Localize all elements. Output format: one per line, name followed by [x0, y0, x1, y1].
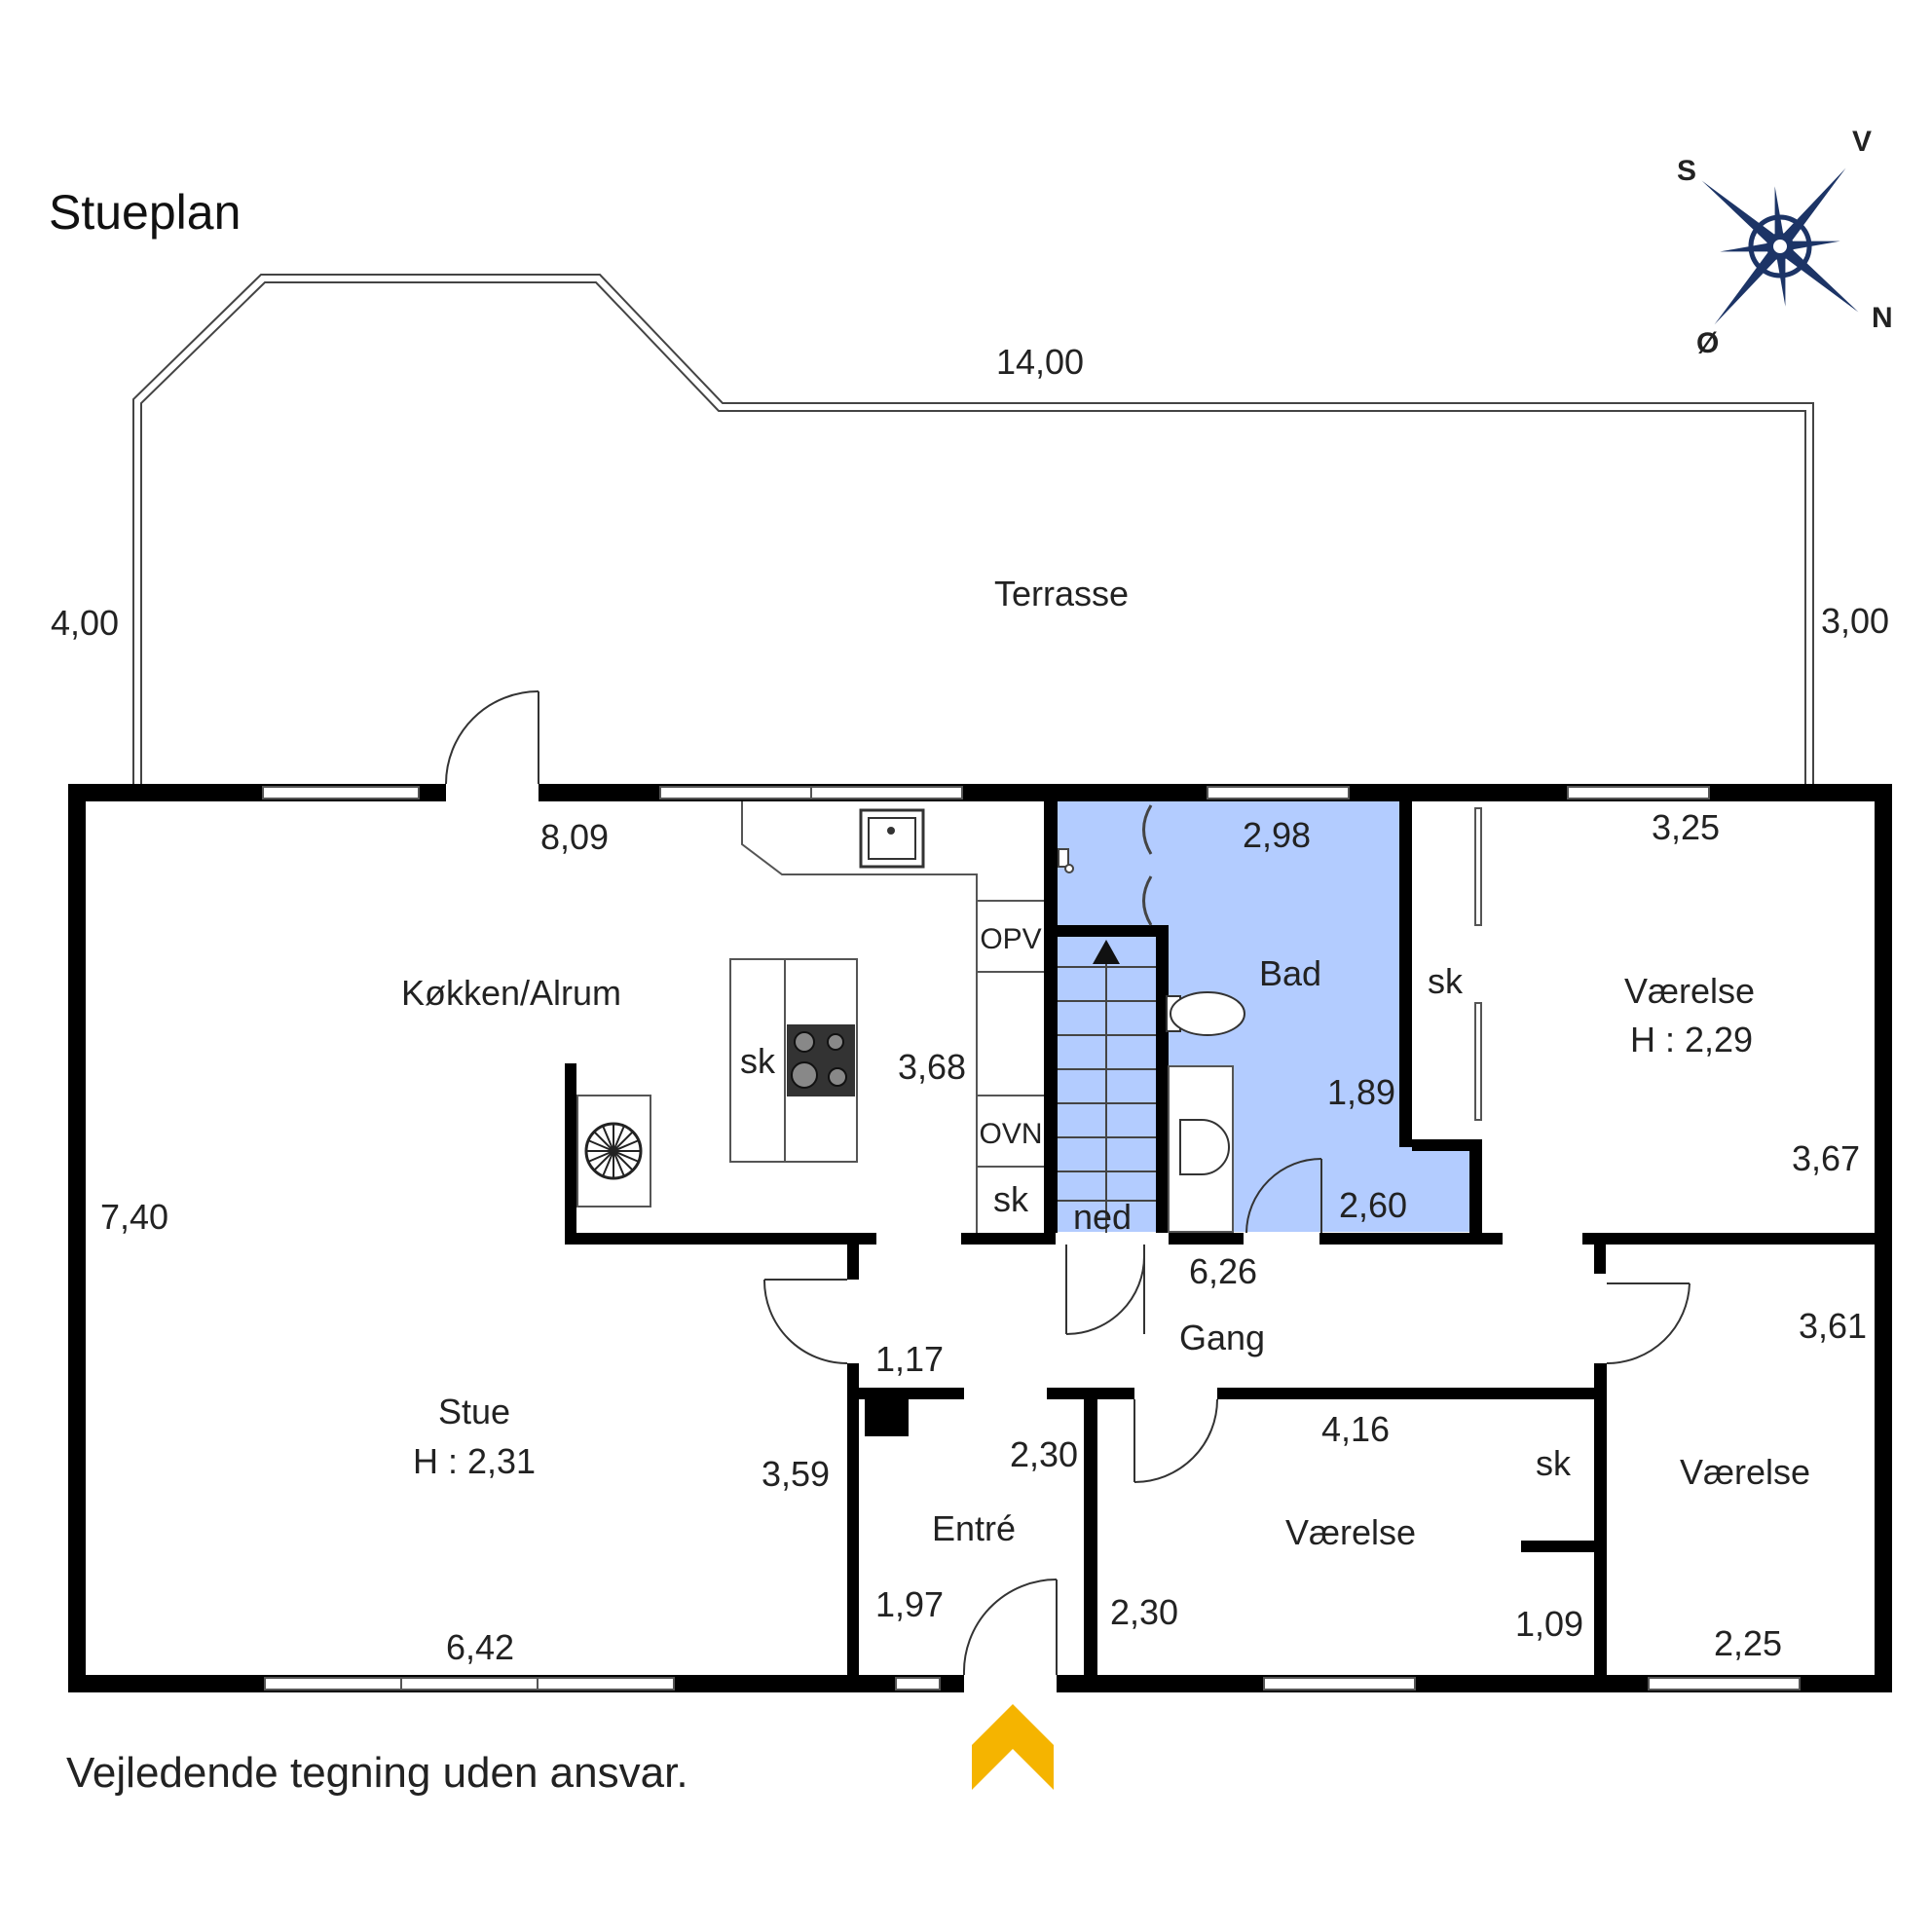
- dim-entre-bottom: 1,97: [875, 1584, 944, 1624]
- dim-room3-right: 3,61: [1799, 1306, 1867, 1346]
- dim-hall-width: 1,17: [875, 1339, 944, 1379]
- entrance-arrow-icon: [972, 1704, 1054, 1790]
- compass-icon: [1701, 167, 1859, 325]
- dim-room2-left: 2,30: [1110, 1592, 1178, 1632]
- dim-bad-bottom: 2,60: [1339, 1185, 1407, 1225]
- room-stue-name: Stue: [438, 1392, 510, 1431]
- dim-living-bottom: 6,42: [446, 1627, 514, 1667]
- compass-label-s: S: [1677, 155, 1696, 187]
- stair-up-arrow-icon: [1093, 940, 1120, 964]
- entrance-gap: [964, 1672, 1057, 1695]
- washbasin-icon: [1168, 1065, 1234, 1233]
- dim-room1-right: 3,67: [1792, 1138, 1860, 1178]
- fixture-sk-vaerelse: sk: [1536, 1443, 1572, 1483]
- fireplace-icon: [576, 1095, 651, 1208]
- dim-living-right: 3,59: [762, 1454, 830, 1494]
- room-gang: Gang: [1179, 1318, 1265, 1357]
- bottom-windows: [264, 1677, 1801, 1690]
- toilet-icon: [1166, 991, 1245, 1036]
- dim-kitchen-top: 8,09: [540, 817, 609, 857]
- dim-bad-right: 1,89: [1327, 1072, 1395, 1112]
- top-windows: [262, 786, 1710, 799]
- disclaimer: Vejledende tegning uden ansvar.: [66, 1749, 688, 1797]
- fixture-ovn: OVN: [979, 1118, 1042, 1150]
- doors: [445, 690, 1690, 1676]
- dim-bad-top: 2,98: [1243, 815, 1311, 855]
- dim-terrace-left: 4,00: [51, 603, 119, 643]
- closet-sliding-doors: [1474, 807, 1482, 1121]
- fixture-ned: ned: [1073, 1197, 1132, 1237]
- compass-label-o: Ø: [1696, 327, 1719, 359]
- room-vaerelse-2: Værelse: [1285, 1512, 1416, 1552]
- dim-living-left: 7,40: [100, 1197, 168, 1237]
- dim-entre-right: 2,30: [1010, 1434, 1078, 1474]
- shower-icon: [1142, 804, 1153, 926]
- dim-room1-top: 3,25: [1652, 807, 1720, 847]
- dim-room2-closet: 1,09: [1515, 1604, 1583, 1644]
- staircase: [1058, 964, 1156, 1233]
- compass-label-n: N: [1872, 302, 1893, 334]
- compass-label-v: V: [1852, 126, 1872, 158]
- fixture-opv: OPV: [980, 923, 1041, 955]
- dim-hall-length: 6,26: [1189, 1251, 1257, 1291]
- fixture-sk-kitchen: sk: [993, 1179, 1029, 1219]
- room-vaerelse-1-height: H : 2,29: [1630, 1020, 1753, 1059]
- room-vaerelse-3: Værelse: [1680, 1452, 1810, 1492]
- dim-terrace-right: 3,00: [1821, 601, 1889, 641]
- dim-terrace-width: 14,00: [996, 342, 1084, 382]
- interior-walls: [565, 801, 1892, 1675]
- kitchen-counter: [741, 801, 1044, 1233]
- room-terrasse: Terrasse: [994, 574, 1129, 613]
- page-title: Stueplan: [49, 185, 241, 240]
- dim-room2-top: 4,16: [1321, 1409, 1390, 1449]
- room-kokken: Køkken/Alrum: [401, 973, 621, 1013]
- room-bad: Bad: [1259, 953, 1321, 993]
- terrace-door-gap: [446, 782, 539, 803]
- room-vaerelse-1-name: Værelse: [1624, 971, 1755, 1011]
- dim-room3-bottom: 2,25: [1714, 1623, 1782, 1663]
- dim-kitchen-depth: 3,68: [898, 1047, 966, 1087]
- room-entre: Entré: [932, 1508, 1016, 1548]
- cooktop-icon: [787, 1024, 855, 1096]
- bath-tap-icon: [1058, 848, 1074, 873]
- room-stue-height: H : 2,31: [413, 1441, 536, 1481]
- sink-icon: [859, 808, 925, 869]
- fixture-sk-island: sk: [740, 1041, 776, 1081]
- terrace-outline: [132, 274, 1814, 787]
- fixture-sk-closet: sk: [1428, 961, 1464, 1001]
